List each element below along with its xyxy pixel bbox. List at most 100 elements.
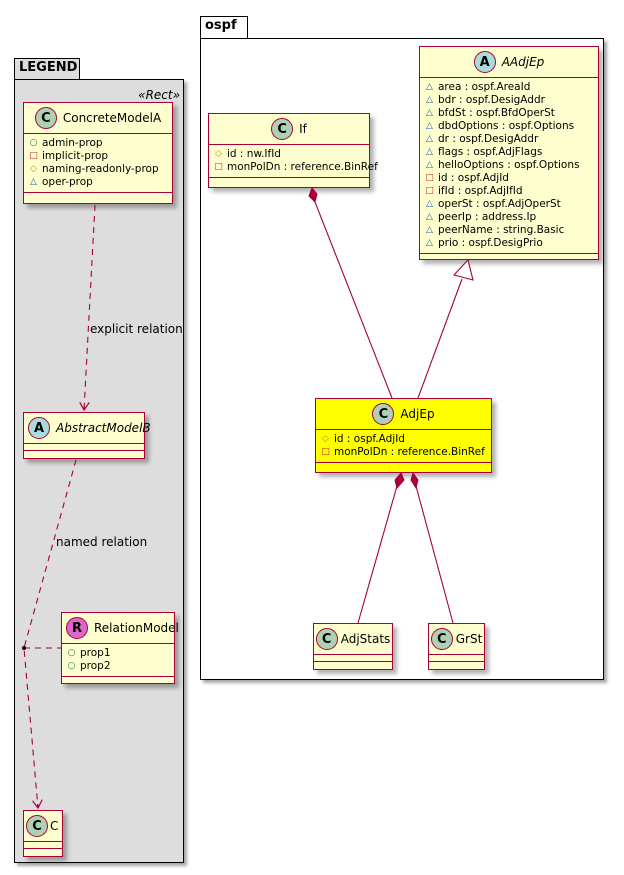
attribute: ○prop2 xyxy=(67,660,169,673)
attribute-text: peerIp : address.Ip xyxy=(438,211,537,223)
class-name: RelationModel xyxy=(94,621,179,635)
protected-icon: ◇ xyxy=(322,434,329,444)
attribute: □ id : ospf.AdjId xyxy=(425,172,593,185)
attribute: △peerName : string.Basic xyxy=(425,224,593,237)
private-icon: □ xyxy=(214,162,223,172)
attribute-text: id : ospf.AdjId xyxy=(334,433,405,445)
attribute-list: ◇ id : nw.IfId □monPolDn : reference.BinR… xyxy=(209,145,378,178)
package-icon: △ xyxy=(30,177,37,187)
legend-package-tab: LEGEND xyxy=(14,58,80,80)
class-header: C ConcreteModelA xyxy=(24,103,172,134)
edge-label-named-relation: named relation xyxy=(56,535,148,549)
method-list xyxy=(62,677,174,684)
protected-icon: ◇ xyxy=(30,164,37,174)
attribute-list xyxy=(429,655,484,662)
attribute-list xyxy=(24,842,62,849)
attribute: □ monPolDn : reference.BinRef xyxy=(321,446,486,459)
protected-icon: ◇ xyxy=(215,149,222,159)
class-name: If xyxy=(299,122,307,136)
attribute: △ flags : ospf.AdjFlags xyxy=(425,146,593,159)
attribute-text: prop1 xyxy=(80,647,111,659)
public-icon: ○ xyxy=(67,648,76,658)
private-icon: □ xyxy=(425,173,434,183)
package-icon: △ xyxy=(426,95,433,105)
class-aadjep[interactable]: A AAdjEp △ area : ospf.AreaId△bdr : ospf.… xyxy=(419,46,599,260)
class-adjep[interactable]: C AdjEp ◇ id : ospf.AdjId □ monPolDn : ref… xyxy=(315,398,492,473)
attribute: △bdr : ospf.DesigAddr xyxy=(425,94,593,107)
private-icon: □ xyxy=(321,447,330,457)
attribute: △operSt : ospf.AdjOperSt xyxy=(425,198,593,211)
package-icon: △ xyxy=(426,238,433,248)
class-header: C C xyxy=(24,811,62,842)
class-c-icon: C xyxy=(271,118,294,140)
class-name: AdjStats xyxy=(340,632,391,646)
method-list xyxy=(24,193,172,200)
attribute: △ prio : ospf.DesigPrio xyxy=(425,237,593,250)
class-abstract-model-b[interactable]: A AbstractModelB xyxy=(23,412,151,459)
attribute: □monPolDn : reference.BinRef xyxy=(214,161,378,174)
package-icon: △ xyxy=(426,134,433,144)
attribute-text: admin-prop xyxy=(42,137,103,149)
class-name: ConcreteModelA xyxy=(62,111,162,125)
attribute: △ dr : ospf.DesigAddr xyxy=(425,133,593,146)
package-icon: △ xyxy=(426,147,433,157)
attribute-list: ○ prop1 ○prop2 xyxy=(62,644,174,677)
class-relation-model[interactable]: R RelationModel ○prop1 ○prop2 xyxy=(61,612,179,684)
class-name: GrSt xyxy=(455,632,483,646)
class-c-icon: C xyxy=(372,403,395,425)
attribute-text: area : ospf.AreaId xyxy=(438,81,531,93)
attribute-list xyxy=(314,655,392,662)
attribute: △ area : ospf.AreaId xyxy=(425,81,593,94)
public-icon: ○ xyxy=(67,661,76,671)
attribute-text: id : nw.IfId xyxy=(227,148,281,160)
class-grst[interactable]: C GrSt xyxy=(428,623,485,670)
legend-stereotype: «Rect» xyxy=(138,88,180,102)
class-a-icon: A xyxy=(473,51,496,73)
attribute-text: implicit-prop xyxy=(42,150,109,162)
attribute-text: ifId : ospf.AdjIfId xyxy=(438,185,523,197)
class-c-icon: C xyxy=(34,107,57,129)
public-icon: ○ xyxy=(29,138,38,148)
class-c-icon: C xyxy=(430,628,453,650)
attribute-text: id : ospf.AdjId xyxy=(438,172,509,184)
attribute-text: naming-readonly-prop xyxy=(42,163,159,175)
package-icon: △ xyxy=(426,160,433,170)
attribute-text: prio : ospf.DesigPrio xyxy=(438,237,543,249)
class-c-icon: C xyxy=(315,628,338,650)
attribute-list: ◇ id : ospf.AdjId □ monPolDn : reference.B… xyxy=(316,430,491,463)
class-adjstats[interactable]: C AdjStats xyxy=(313,623,393,670)
class-name: AbstractModelB xyxy=(56,421,151,435)
ospf-package-tab: ospf xyxy=(200,16,248,39)
attribute-text: monPolDn : reference.BinRef xyxy=(334,446,485,458)
attribute: △peerIp : address.Ip xyxy=(425,211,593,224)
class-c[interactable]: C C xyxy=(23,810,63,857)
package-icon: △ xyxy=(426,82,433,92)
method-list xyxy=(314,662,392,669)
class-concrete-model-a[interactable]: C ConcreteModelA ○ admin-prop □ implicit-p… xyxy=(23,102,173,204)
attribute: △helloOptions : ospf.Options xyxy=(425,159,593,172)
method-list xyxy=(24,451,144,458)
attribute-list xyxy=(24,444,144,451)
class-name: AAdjEp xyxy=(501,55,545,69)
attribute-text: flags : ospf.AdjFlags xyxy=(438,146,543,158)
attribute: □ ifId : ospf.AdjIfId xyxy=(425,185,593,198)
class-header: A AbstractModelB xyxy=(24,413,151,444)
class-header: C AdjStats xyxy=(314,624,392,655)
method-list xyxy=(24,849,62,856)
attribute-text: dbdOptions : ospf.Options xyxy=(438,120,575,132)
attribute: △dbdOptions : ospf.Options xyxy=(425,120,593,133)
attribute: ○ prop1 xyxy=(67,647,169,660)
method-list xyxy=(420,254,598,261)
private-icon: □ xyxy=(425,186,434,196)
method-list xyxy=(209,178,369,185)
attribute-text: dr : ospf.DesigAddr xyxy=(438,133,539,145)
attribute: △bfdSt : ospf.BfdOperSt xyxy=(425,107,593,120)
attribute: □ implicit-prop xyxy=(29,150,167,163)
method-list xyxy=(316,463,491,470)
class-if[interactable]: C If ◇ id : nw.IfId □monPolDn : reference… xyxy=(208,113,378,188)
private-icon: □ xyxy=(29,151,38,161)
class-name: C xyxy=(50,819,59,833)
attribute: ◇ naming-readonly-prop xyxy=(29,163,167,176)
legend-title: LEGEND xyxy=(19,60,78,75)
class-header: C AdjEp xyxy=(316,399,491,430)
